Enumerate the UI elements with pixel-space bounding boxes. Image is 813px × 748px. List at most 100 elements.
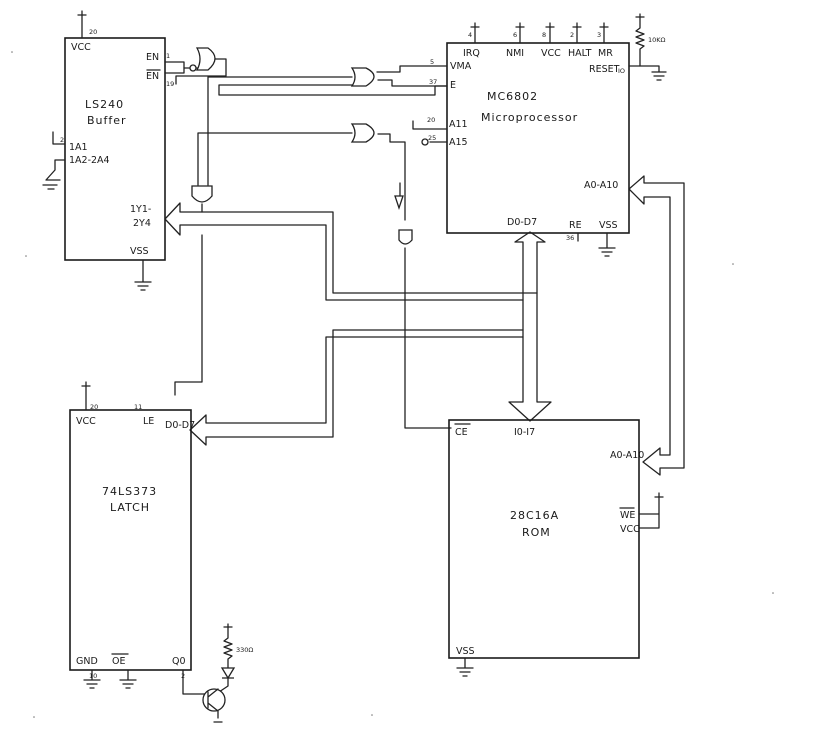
cpu-e-pin-number: 37 bbox=[429, 78, 437, 86]
cpu-mr-supply-icon bbox=[599, 22, 609, 44]
latch-chip: VCC 20 LE 11 D0-D7 74LS373 LATCH GND 10 … bbox=[69, 403, 195, 680]
buffer-1a1-label: 1A1 bbox=[69, 142, 88, 153]
a11-a15-input-wires bbox=[412, 120, 448, 143]
buffer-vss-label: VSS bbox=[130, 246, 149, 257]
rom-we-label: WE bbox=[620, 510, 635, 521]
cpu-data-label: D0-D7 bbox=[507, 217, 537, 228]
buffer-y-label-2: 2Y4 bbox=[133, 218, 151, 229]
buffer-y-label-1: 1Y1- bbox=[130, 204, 151, 215]
cpu-a11-pin-number: 20 bbox=[427, 116, 435, 124]
cpu-irq-pin-number: 4 bbox=[468, 31, 472, 39]
latch-le-pin-number: 11 bbox=[134, 403, 142, 411]
cpu-nmi-pin-number: 6 bbox=[513, 31, 517, 39]
rom-vcc-label: VCC bbox=[620, 524, 640, 535]
buffer-power-wiring bbox=[42, 10, 152, 291]
cpu-re-label: RE bbox=[569, 220, 582, 231]
buffer-ground-icon bbox=[134, 259, 152, 291]
rom-vcc-supply-icon bbox=[638, 492, 664, 529]
cpu-halt-pin-number: 2 bbox=[570, 31, 574, 39]
cpu-vcc-label: VCC bbox=[541, 48, 561, 59]
rom-ground-icon bbox=[456, 657, 474, 677]
le-wire bbox=[174, 234, 203, 396]
cpu-nmi-supply-icon bbox=[515, 22, 525, 44]
cpu-mr-pin-number: 3 bbox=[597, 31, 601, 39]
ce-gate-wires bbox=[399, 182, 406, 299]
cpu-nmi-label: NMI bbox=[506, 48, 524, 59]
rom-function: ROM bbox=[522, 526, 551, 539]
address-bus-cpu-to-rom bbox=[628, 175, 685, 476]
cpu-e-label: E bbox=[450, 80, 456, 91]
en-bar-wire bbox=[164, 67, 185, 74]
decode-output-wire bbox=[197, 132, 353, 186]
rom-ce-label: CE bbox=[455, 427, 468, 438]
cpu-halt-label: HALT bbox=[568, 48, 592, 59]
cpu-vcc-supply-icon bbox=[545, 22, 555, 44]
latch-q0-label: Q0 bbox=[172, 656, 186, 667]
and-gate-icon bbox=[350, 67, 375, 87]
a15-bubble-icon bbox=[421, 138, 429, 146]
buffer-en-pin-number: 1 bbox=[166, 52, 170, 60]
rom-address-label: A0-A10 bbox=[610, 450, 644, 461]
buffer-1a1-pin-number: 2 bbox=[60, 136, 64, 144]
control-wires bbox=[174, 234, 452, 429]
address-decode-gate bbox=[197, 120, 448, 221]
cpu-re-pin-number: 36 bbox=[566, 234, 574, 242]
ce-gate-icon bbox=[398, 229, 413, 245]
latch-gnd-pin-number: 10 bbox=[89, 672, 97, 680]
gate-output-wire bbox=[175, 58, 227, 85]
cpu-chip: IRQ NMI VCC HALT MR 4 6 8 2 3 VMA 5 E 37… bbox=[427, 31, 630, 242]
or-gate-icon bbox=[350, 123, 375, 143]
latch-gnd-label: GND bbox=[76, 656, 98, 667]
buffer-en-bar-pin-number: 19 bbox=[166, 80, 174, 88]
reset-resistor-value: 10KΩ bbox=[648, 36, 666, 44]
rom-chip-body bbox=[448, 419, 640, 659]
speck-4 bbox=[33, 716, 35, 718]
cpu-power-wiring: 10KΩ bbox=[470, 13, 667, 257]
buffer-en-bar-label: EN bbox=[146, 71, 159, 82]
vma-e-input-wires bbox=[376, 65, 448, 87]
vma-e-output-wire bbox=[207, 76, 353, 186]
buffer-enable-gate bbox=[191, 185, 213, 213]
data-bus-to-rom bbox=[508, 292, 552, 422]
led-resistor-icon bbox=[223, 623, 233, 669]
led-resistor-value: 330Ω bbox=[236, 646, 253, 654]
cpu-a15-label: A15 bbox=[449, 137, 468, 148]
latch-chip-body bbox=[69, 409, 192, 671]
cpu-ground-icon bbox=[598, 232, 616, 257]
cpu-function: Microprocessor bbox=[481, 111, 578, 124]
buffer-chip: VCC 20 EN EN 1 19 LS240 Buffer 1A1 2 1A2… bbox=[60, 28, 174, 261]
nand-gate-icon bbox=[195, 47, 216, 71]
cpu-irq-supply-icon bbox=[470, 22, 480, 44]
speck-1 bbox=[11, 51, 13, 53]
cpu-part-number: MC6802 bbox=[487, 90, 538, 103]
cpu-vma-label: VMA bbox=[450, 61, 472, 72]
cpu-address-label: A0-A10 bbox=[584, 180, 618, 191]
cpu-chip-body bbox=[446, 42, 630, 234]
latch-vcc-label: VCC bbox=[76, 416, 96, 427]
buffer-function: Buffer bbox=[87, 114, 127, 127]
reset-ground-icon bbox=[639, 65, 667, 81]
speck-2 bbox=[25, 255, 27, 257]
cpu-vcc-pin-number: 8 bbox=[542, 31, 546, 39]
latch-data-label: D0-D7 bbox=[165, 420, 195, 431]
buffer-en-label: EN bbox=[146, 52, 159, 63]
buffer-chip-body bbox=[64, 37, 166, 261]
speck-3 bbox=[772, 592, 774, 594]
latch-vcc-supply-icon bbox=[81, 381, 91, 411]
cpu-vma-pin-number: 5 bbox=[430, 58, 434, 66]
speck-6 bbox=[732, 263, 734, 265]
latch-q0-wire bbox=[182, 669, 209, 695]
buffer-vcc-pin-number: 20 bbox=[89, 28, 97, 36]
latch-le-label: LE bbox=[143, 416, 154, 427]
buffer-input-ground-icon bbox=[42, 159, 66, 190]
latch-oe-ground-icon bbox=[119, 669, 137, 689]
latch-oe-label: OE bbox=[112, 656, 125, 667]
buffer-1a2-2a4-label: 1A2-2A4 bbox=[69, 155, 110, 166]
vma-e-gate bbox=[207, 65, 448, 186]
enable-gate bbox=[164, 47, 227, 85]
reset-resistor-icon bbox=[628, 13, 645, 67]
rom-power-wiring bbox=[456, 492, 664, 677]
led-icon bbox=[220, 667, 236, 680]
ce-wire bbox=[404, 297, 452, 429]
